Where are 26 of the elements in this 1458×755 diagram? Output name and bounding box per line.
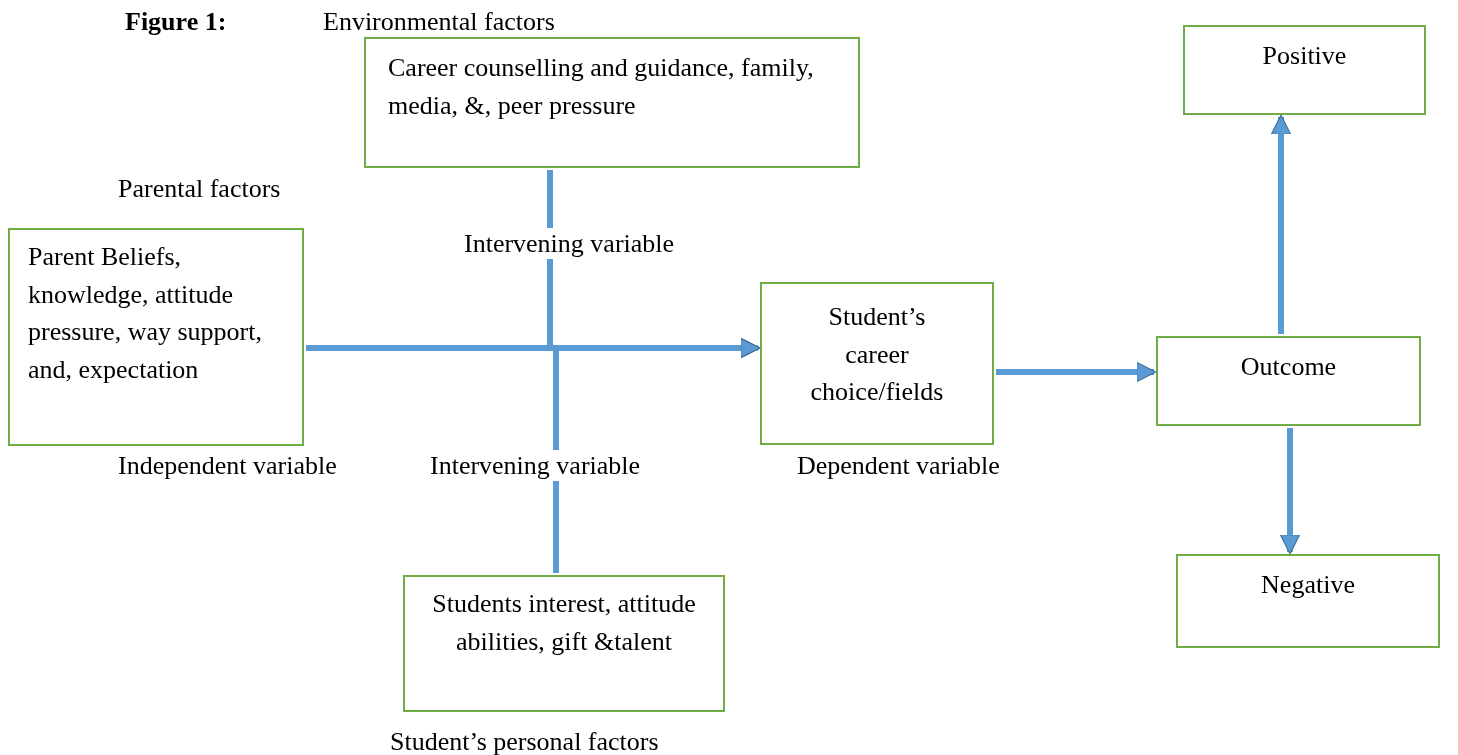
factor-caption: Parental factors — [118, 173, 281, 205]
text-box — [1183, 25, 1426, 115]
box-text: Positive — [1262, 40, 1347, 72]
text-box — [8, 228, 304, 446]
figure-title: Figure 1: — [125, 6, 227, 38]
edge-label: Intervening variable — [462, 228, 677, 260]
box-text: Outcome — [1240, 351, 1337, 383]
box-text: Parent Beliefs, knowledge, attitude pressure, way support, and, expectation — [28, 241, 263, 387]
factor-caption: Student’s personal factors — [390, 726, 659, 755]
factor-caption: Environmental factors — [323, 6, 555, 38]
text-box — [1156, 336, 1421, 426]
text-box — [403, 575, 725, 712]
box-text: Students interest, attitude abilities, gift &talent — [431, 588, 697, 658]
factor-caption: Dependent variable — [797, 450, 1000, 482]
edge-label: Intervening variable — [428, 450, 643, 482]
box-text: Career counselling and guidance, family, media, &, peer pressure — [388, 52, 815, 122]
text-box — [364, 37, 860, 168]
arrow — [1270, 114, 1292, 334]
arrow — [996, 361, 1157, 383]
text-box — [1176, 554, 1440, 648]
arrow — [1279, 428, 1301, 555]
arrow — [553, 337, 761, 573]
box-text: Negative — [1261, 569, 1355, 601]
text-box — [760, 282, 994, 445]
factor-caption: Independent variable — [118, 450, 337, 482]
box-text: Student’s career choice/fields — [810, 301, 944, 409]
